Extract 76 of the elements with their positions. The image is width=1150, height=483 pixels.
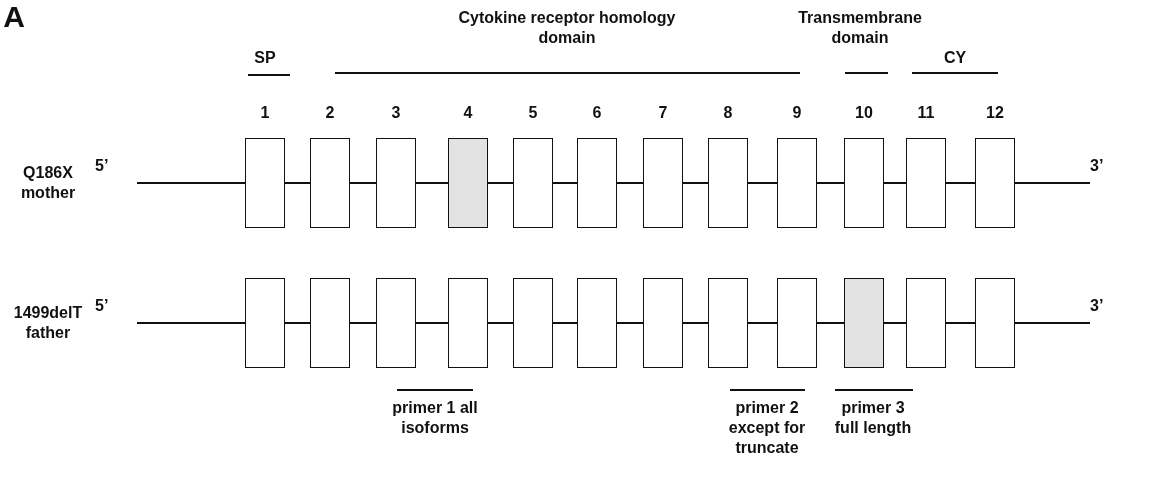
exon-box [777, 278, 817, 368]
exon-box [844, 278, 884, 368]
panel-letter: A [2, 0, 26, 34]
exon-box [708, 278, 748, 368]
intron-line [284, 322, 311, 324]
exon-box [310, 138, 350, 228]
strand-end-label: 3’ [1090, 296, 1132, 340]
strand-end-label: 5’ [95, 156, 137, 200]
intron-line [682, 322, 709, 324]
intron-line [487, 322, 514, 324]
exon-number: 10 [854, 103, 874, 123]
exon-box [906, 138, 946, 228]
intron-line [415, 322, 449, 324]
intron-line [883, 322, 907, 324]
intron-line [747, 182, 778, 184]
exon-box [513, 138, 553, 228]
exon-box [577, 278, 617, 368]
intron-line [945, 322, 976, 324]
exon-box [376, 278, 416, 368]
intron-line [747, 322, 778, 324]
exon-number: 11 [916, 103, 936, 123]
exon-box [643, 278, 683, 368]
intron-line [136, 322, 246, 324]
intron-line [945, 182, 976, 184]
exon-box [708, 138, 748, 228]
intron-line [682, 182, 709, 184]
exon-box [448, 278, 488, 368]
domain-label: Cytokine receptor homology domain [457, 8, 677, 48]
primer-label: primer 2 except for truncate [727, 398, 807, 458]
exon-box [975, 278, 1015, 368]
intron-line [816, 322, 845, 324]
exon-box [245, 278, 285, 368]
exon-box [376, 138, 416, 228]
intron-line [552, 322, 578, 324]
exon-box [844, 138, 884, 228]
exon-number: 4 [462, 103, 474, 123]
intron-line [136, 182, 246, 184]
intron-line [816, 182, 845, 184]
exon-number: 6 [591, 103, 603, 123]
exon-box [906, 278, 946, 368]
exon-box [577, 138, 617, 228]
intron-line [616, 322, 644, 324]
exon-number: 12 [985, 103, 1005, 123]
exon-number: 8 [722, 103, 734, 123]
intron-line [284, 182, 311, 184]
strand-end-label: 3’ [1090, 156, 1132, 200]
row-label: 1499delT father [12, 303, 84, 343]
domain-label: Transmembrane domain [797, 8, 923, 48]
primer-label: primer 1 all isoforms [391, 398, 479, 438]
intron-line [552, 182, 578, 184]
exon-number: 5 [527, 103, 539, 123]
intron-line [349, 182, 377, 184]
exon-box [245, 138, 285, 228]
primer-label: primer 3 full length [833, 398, 913, 438]
exon-number: 3 [390, 103, 402, 123]
exon-number: 2 [324, 103, 336, 123]
intron-line [349, 322, 377, 324]
strand-end-label: 5’ [95, 296, 137, 340]
exon-number: 7 [657, 103, 669, 123]
exon-box [643, 138, 683, 228]
exon-box [777, 138, 817, 228]
domain-label: CY [942, 48, 968, 68]
exon-box [310, 278, 350, 368]
intron-line [415, 182, 449, 184]
intron-line [883, 182, 907, 184]
exon-number: 9 [791, 103, 803, 123]
exon-box [513, 278, 553, 368]
intron-line [487, 182, 514, 184]
exon-box [448, 138, 488, 228]
intron-line [1014, 322, 1091, 324]
intron-line [616, 182, 644, 184]
domain-label: SP [253, 48, 277, 68]
exon-box [975, 138, 1015, 228]
exon-number: 1 [259, 103, 271, 123]
intron-line [1014, 182, 1091, 184]
row-label: Q186X mother [19, 163, 77, 203]
